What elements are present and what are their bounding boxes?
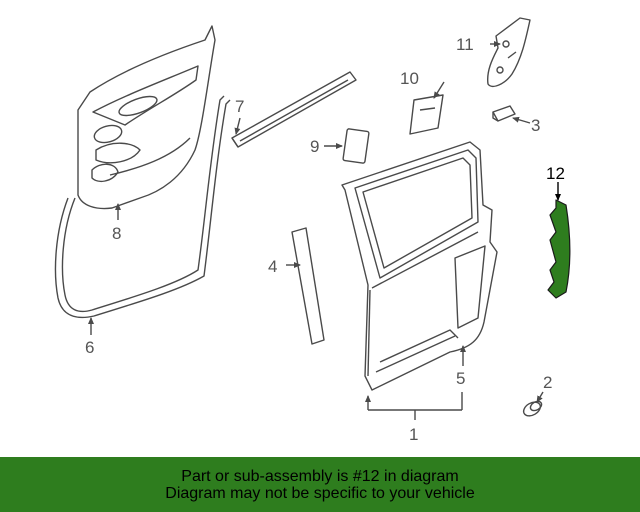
part-11-bracket (486, 17, 531, 88)
leader-10 (433, 81, 445, 99)
callout-3: 3 (531, 116, 540, 135)
part-3-clip (492, 105, 516, 122)
part-2-plug (522, 400, 543, 417)
callout-7: 7 (235, 97, 244, 116)
part-9-cover (342, 128, 370, 164)
callout-9: 9 (310, 137, 319, 156)
leader-2 (536, 391, 544, 403)
info-banner: Part or sub-assembly is #12 in diagram D… (0, 457, 640, 512)
banner-line-2: Diagram may not be specific to your vehi… (165, 484, 475, 502)
parts-diagram: 11 10 3 9 7 8 4 6 5 2 1 12 (54, 17, 571, 444)
callout-11: 11 (456, 35, 474, 54)
part-12-highlighted (547, 182, 571, 299)
leader-3 (512, 116, 531, 124)
leader-1-bracket (365, 392, 463, 420)
callout-2: 2 (543, 373, 552, 392)
callout-4: 4 (268, 257, 277, 276)
part-10-cover (409, 94, 444, 135)
callout-1: 1 (409, 425, 418, 444)
callout-12: 12 (546, 164, 565, 183)
part-4-sash-trim (291, 227, 325, 345)
callout-8: 8 (112, 224, 121, 243)
banner-line-1: Part or sub-assembly is #12 in diagram (181, 467, 459, 485)
part-8-door-trim-panel (77, 25, 216, 210)
part-7-belt-molding (231, 71, 357, 148)
callout-5: 5 (456, 369, 465, 388)
callout-6: 6 (85, 338, 94, 357)
callout-10: 10 (400, 69, 419, 88)
part-1-door-shell (341, 141, 498, 391)
part-6-weatherstrip (54, 95, 231, 319)
leader-7 (234, 117, 241, 135)
